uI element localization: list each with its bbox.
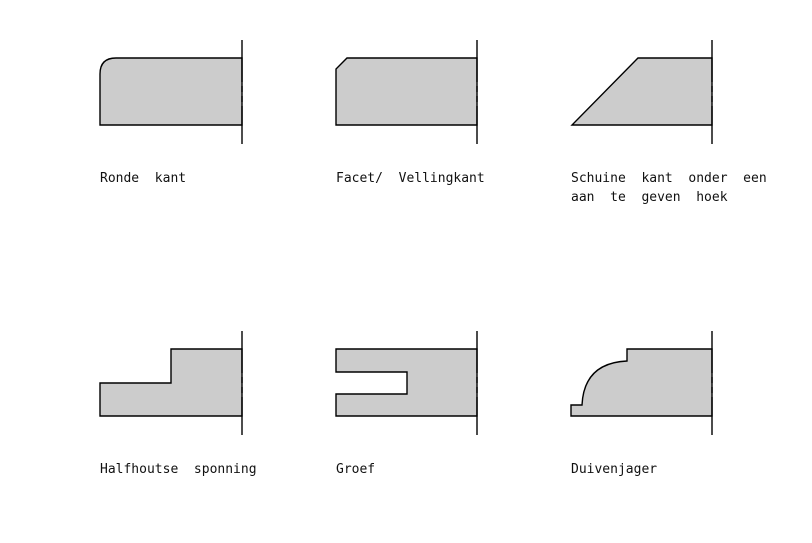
schuine-kant-shape [570,57,713,126]
ronde-kant-label: Ronde kant [100,171,186,186]
profile-facet-vellingkant: Facet/ Vellingkant [335,40,485,186]
schuine-kant-label-line-2: aan te geven hoek [571,190,728,205]
facet-shape [335,57,478,126]
profile-halfhoutse-sponning: Halfhoutse sponning [99,331,257,477]
profile-groef: Groef [335,331,478,477]
profile-duivenjager: Duivenjager [570,331,713,477]
facet-label: Facet/ Vellingkant [336,171,485,186]
groef-label: Groef [336,462,375,477]
schuine-kant-label-line-1: Schuine kant onder een [571,171,767,186]
duivenjager-label: Duivenjager [571,462,657,477]
sponning-label: Halfhoutse sponning [100,462,257,477]
ronde-kant-shape [99,57,243,126]
profile-schuine-kant: Schuine kant onder een aan te geven hoek [570,40,767,205]
profile-ronde-kant: Ronde kant [99,40,243,186]
duivenjager-shape [570,348,713,417]
sponning-shape [99,348,243,417]
groef-shape [335,348,478,417]
